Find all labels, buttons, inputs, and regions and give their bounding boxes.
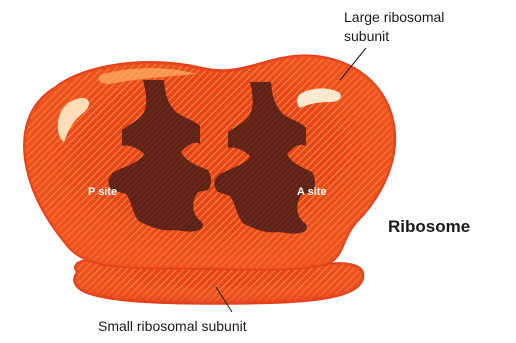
a-site-label: A site bbox=[297, 186, 327, 198]
large-subunit-label-line1: Large ribosomal bbox=[344, 8, 444, 27]
large-subunit-label: Large ribosomal subunit bbox=[344, 8, 444, 46]
small-subunit-label: Small ribosomal subunit bbox=[98, 318, 247, 334]
large-subunit-label-line2: subunit bbox=[344, 27, 444, 46]
large-subunit bbox=[25, 56, 395, 269]
diagram-title: Ribosome bbox=[388, 217, 470, 237]
p-site-label: P site bbox=[88, 186, 117, 198]
